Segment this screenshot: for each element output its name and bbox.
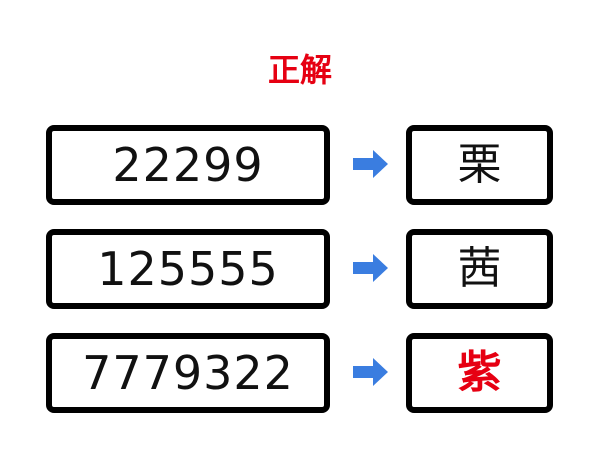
answer-row: 7779322 紫 <box>0 333 600 415</box>
answer-box: 栗 <box>406 125 553 205</box>
number-value: 22299 <box>112 138 264 192</box>
number-value: 125555 <box>97 242 279 296</box>
arrow-right-icon <box>353 150 388 178</box>
answer-box-correct: 紫 <box>406 333 553 413</box>
number-box: 7779322 <box>46 333 330 413</box>
arrow-right-icon <box>353 358 388 386</box>
answer-kanji: 栗 <box>457 139 502 190</box>
answer-kanji-highlighted: 紫 <box>457 347 502 398</box>
answer-kanji: 茜 <box>457 243 502 294</box>
number-box: 22299 <box>46 125 330 205</box>
answer-row: 125555 茜 <box>0 229 600 311</box>
answer-title: 正解 <box>267 51 332 89</box>
answer-box: 茜 <box>406 229 553 309</box>
arrow-right-icon <box>353 254 388 282</box>
number-box: 125555 <box>46 229 330 309</box>
number-value: 7779322 <box>82 346 294 400</box>
answer-row: 22299 栗 <box>0 125 600 207</box>
